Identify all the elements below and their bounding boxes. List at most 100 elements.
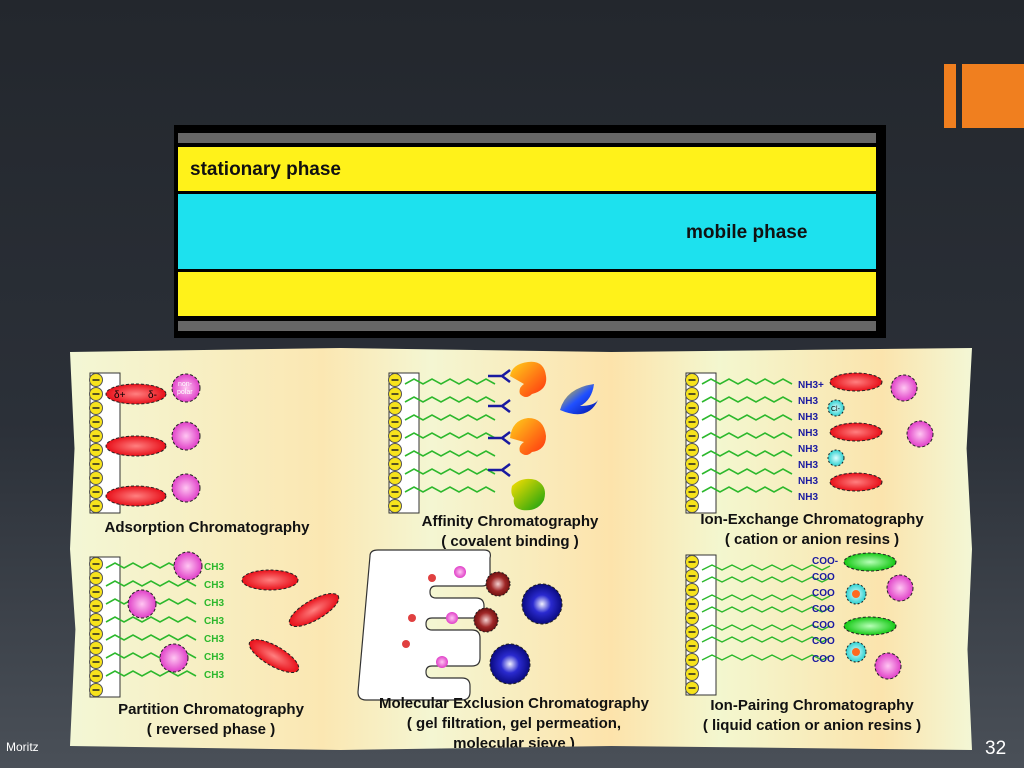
dipole-molecule (829, 372, 883, 392)
accent-bar-wide (962, 64, 1024, 128)
affinity-diagram (389, 361, 598, 513)
small-molecule (446, 612, 458, 624)
column-wall-bottom (178, 321, 876, 331)
column-wall-top (178, 133, 876, 143)
ion-pairing-subtitle: ( liquid cation or anion resins ) (702, 717, 922, 734)
dipole-molecule: δ+ δ- (105, 383, 167, 405)
small-molecule (408, 614, 416, 622)
column-diagram: stationary phase mobile phase (174, 125, 886, 338)
ion-pairing-diagram: COO- COO COO COO COO COO COO (686, 552, 914, 695)
exclusion-title: Molecular Exclusion Chromatography (378, 695, 650, 712)
adsorption-title: Adsorption Chromatography (104, 519, 310, 536)
svg-text:COO: COO (812, 604, 835, 615)
dipole-molecule (843, 552, 897, 572)
svg-text:CH3: CH3 (204, 580, 224, 591)
slide-number: 32 (985, 738, 1007, 759)
svg-text:CH3: CH3 (204, 634, 224, 645)
medium-molecule (485, 571, 511, 597)
cl-label: Cl- (831, 406, 841, 413)
adsorption-caption: Adsorption Chromatography (92, 518, 322, 538)
accent-bar-thin (944, 64, 956, 128)
svg-text:COO: COO (812, 636, 835, 647)
svg-text:CH3: CH3 (204, 652, 224, 663)
ion-exchange-title: Ion-Exchange Chromatography (700, 511, 924, 528)
mobile-phase-label: mobile phase (686, 222, 808, 243)
non-polar-label: non- (178, 381, 193, 388)
dipole-molecule (241, 569, 299, 591)
dipole-molecule (288, 593, 340, 627)
svg-text:NH3: NH3 (798, 412, 818, 423)
nonpolar-molecule (890, 374, 918, 402)
ion-pairing-caption: Ion-Pairing Chromatography ( liquid cati… (682, 696, 942, 736)
molecular-exclusion-diagram (357, 549, 563, 701)
dipole-molecule (829, 472, 883, 492)
stationary-phase-top (178, 147, 876, 191)
svg-text:COO: COO (812, 588, 835, 599)
svg-text:CH3: CH3 (204, 616, 224, 627)
large-molecule (521, 583, 563, 625)
stationary-phase-bottom (178, 272, 876, 316)
small-molecule (454, 566, 466, 578)
svg-text:NH3: NH3 (798, 460, 818, 471)
partition-caption: Partition Chromatography ( reversed phas… (96, 700, 326, 740)
dipole-molecule (248, 639, 300, 673)
small-molecule (428, 574, 436, 582)
dipole-molecule (105, 485, 167, 507)
nonpolar-molecule (127, 589, 157, 619)
svg-text:CH3: CH3 (204, 598, 224, 609)
medium-molecule (473, 607, 499, 633)
affinity-title: Affinity Chromatography (421, 513, 599, 530)
svg-text:NH3: NH3 (798, 476, 818, 487)
svg-text:COO: COO (812, 572, 835, 583)
delta-minus-label: δ- (148, 390, 157, 401)
nonpolar-molecule (171, 421, 201, 451)
svg-text:NH3: NH3 (798, 396, 818, 407)
large-molecule (489, 643, 531, 685)
coo-label: COO- (812, 556, 838, 567)
nonpolar-molecule (159, 643, 189, 673)
ion-pairing-title: Ion-Pairing Chromatography (710, 697, 914, 714)
target-protein (510, 418, 546, 455)
svg-text:CH3: CH3 (204, 670, 224, 681)
affinity-caption: Affinity Chromatography ( covalent bindi… (390, 512, 630, 552)
nh3-label: NH3+ (798, 380, 824, 391)
svg-text:NH3: NH3 (798, 444, 818, 455)
footer-author: Moritz (6, 740, 39, 754)
small-molecule (402, 640, 410, 648)
affinity-subtitle: ( covalent binding ) (441, 533, 579, 550)
delta-plus-label: δ+ (114, 390, 126, 401)
exclusion-subtitle-2: molecular sieve ) (453, 735, 575, 752)
svg-text:NH3: NH3 (798, 492, 818, 503)
ch3-label: CH3 (204, 562, 224, 573)
adsorption-diagram: δ+ δ- non- polar (90, 373, 201, 513)
dipole-molecule (829, 422, 883, 442)
ion-exchange-subtitle: ( cation or anion resins ) (724, 531, 900, 548)
svg-text:COO: COO (812, 620, 835, 631)
target-protein (511, 478, 545, 511)
nonpolar-molecule (171, 473, 201, 503)
dipole-molecule (105, 435, 167, 457)
small-molecule (436, 656, 448, 668)
mobile-phase (178, 194, 876, 269)
chromatography-illustrations: δ+ δ- non- polar (70, 361, 934, 701)
ion-exchange-caption: Ion-Exchange Chromatography ( cation or … (682, 510, 942, 550)
counter-ion-core (852, 648, 860, 656)
dipole-molecule (843, 616, 897, 636)
partition-subtitle: ( reversed phase ) (146, 721, 276, 738)
chloride-ion (827, 449, 845, 467)
partition-title: Partition Chromatography (118, 701, 304, 718)
nonpolar-molecule (886, 574, 914, 602)
nonpolar-molecule (874, 652, 902, 680)
stationary-phase-label: stationary phase (190, 159, 341, 180)
impurity-molecule (560, 384, 598, 415)
nonpolar-molecule: non- polar (171, 373, 201, 403)
exclusion-subtitle: ( gel filtration, gel permeation, (406, 715, 622, 732)
svg-text:COO: COO (812, 654, 835, 665)
nonpolar-molecule (173, 551, 203, 581)
target-protein (510, 361, 547, 397)
svg-text:NH3: NH3 (798, 428, 818, 439)
accent-bar (944, 64, 1024, 128)
porous-bead (357, 549, 491, 701)
non-polar-label: polar (177, 389, 193, 396)
